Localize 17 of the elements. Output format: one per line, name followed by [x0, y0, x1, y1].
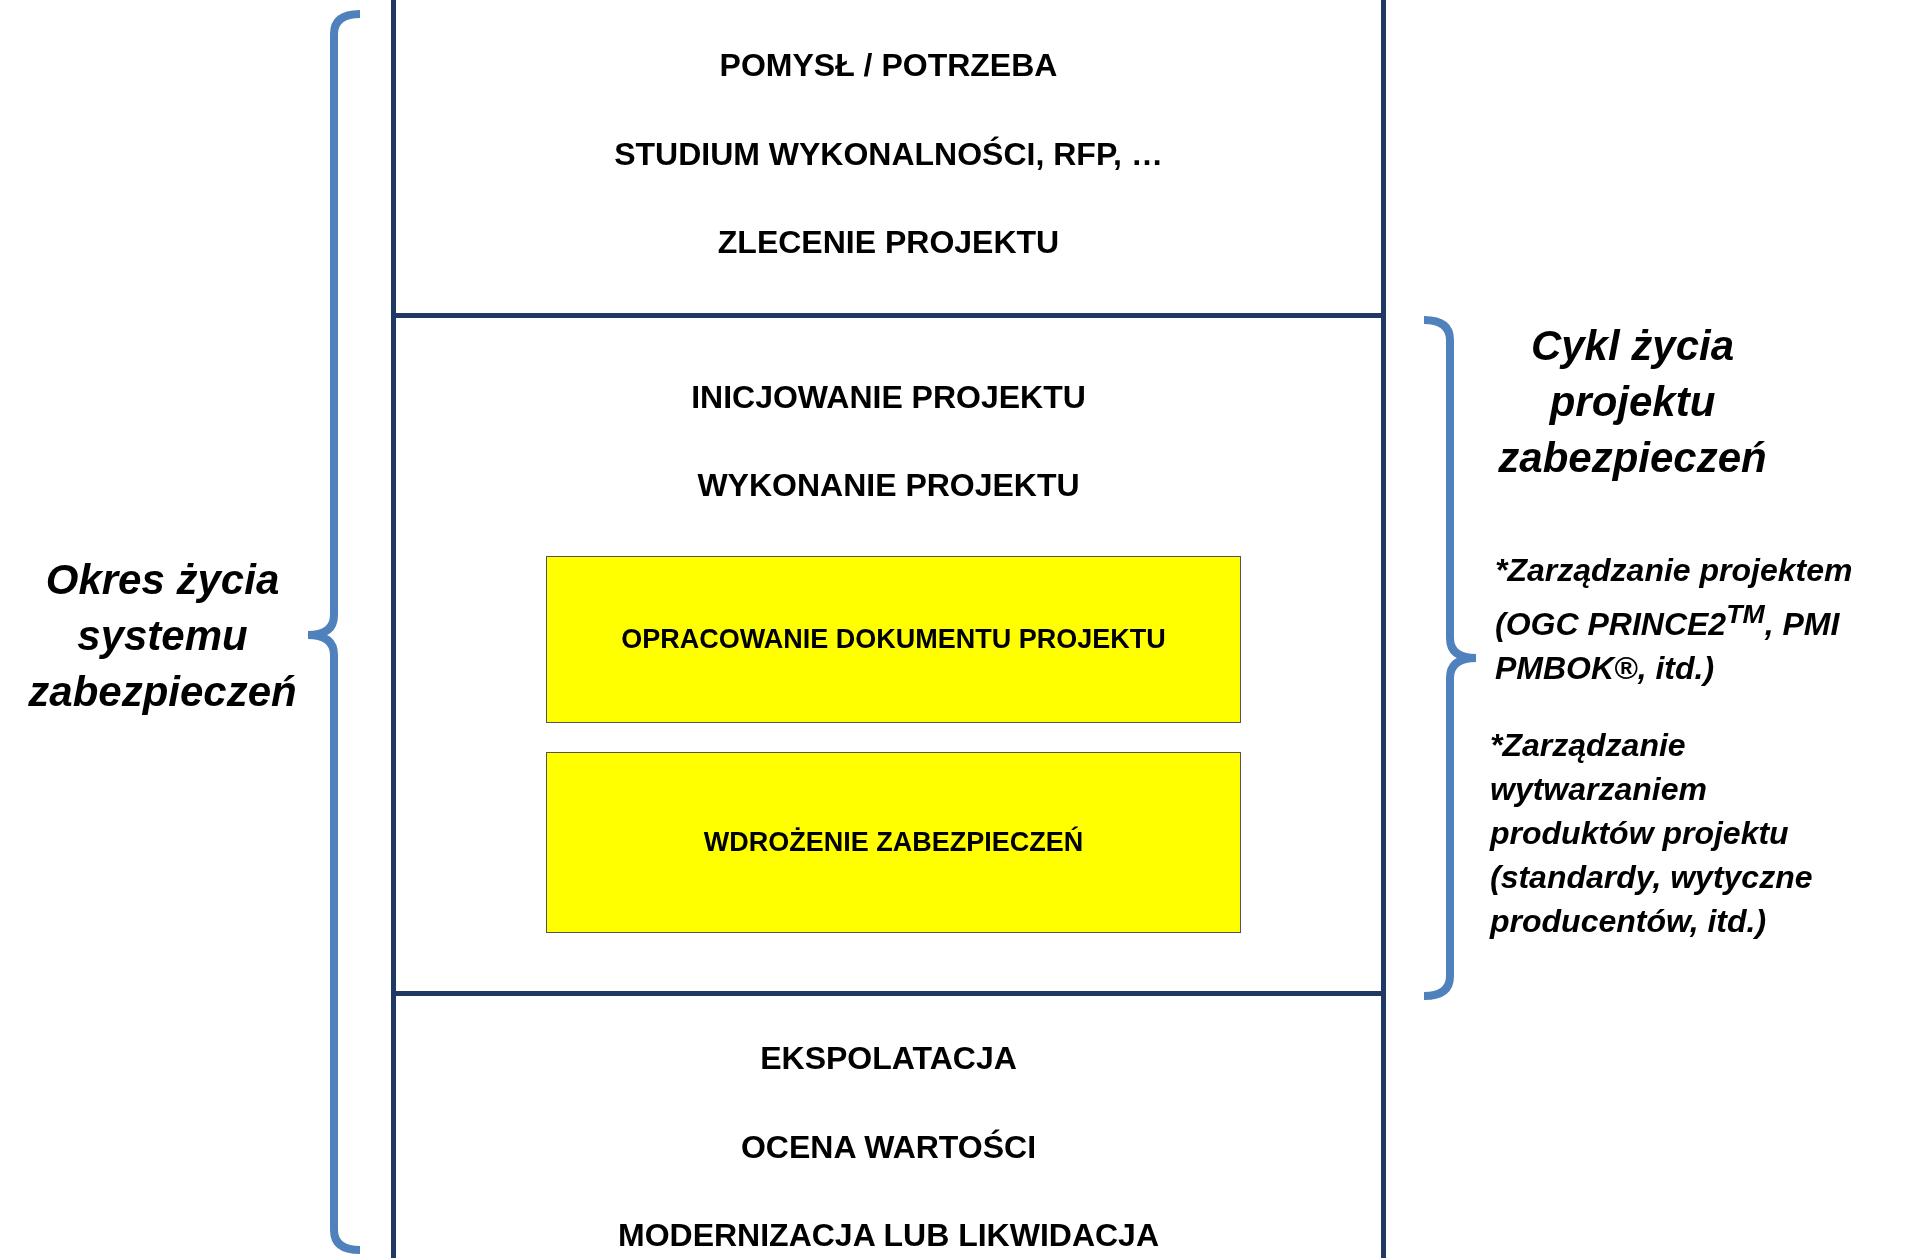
phase-text: STUDIUM WYKONALNOŚCI, RFP, … [614, 135, 1163, 174]
phase-text: OCENA WARTOŚCI [740, 1128, 1037, 1167]
side-label: Okres życia systemu zabezpieczeń [27, 555, 298, 717]
process-box: OPRACOWANIE DOKUMENTU PROJEKTU [546, 556, 1241, 723]
note-text: *Zarządzanie projektem (OGC PRINCE2$^{TM}$, PMI PMBOK®, itd.) [1495, 551, 1854, 688]
side-label: Cykl życia projektu zabezpieczeń [1497, 321, 1768, 483]
note-text: *Zarządzanie wytwarzaniem produktów projektu (standardy, wytyczne producentów, itd.) [1490, 726, 1814, 941]
phase-band [391, 315, 1386, 996]
phase-band [391, 993, 1386, 1258]
phase-text: WYKONANIE PROJEKTU [697, 466, 1080, 505]
phase-text: EKSPOLATACJA [760, 1039, 1017, 1078]
phase-text: INICJOWANIE PROJEKTU [691, 378, 1086, 417]
phase-text: ZLECENIE PROJEKTU [717, 223, 1060, 262]
phase-text: POMYSŁ / POTRZEBA [719, 46, 1058, 85]
process-box: WDROŻENIE ZABEZPIECZEŃ [546, 752, 1241, 933]
phase-band [391, 0, 1386, 318]
phase-text: MODERNIZACJA LUB LIKWIDACJA [618, 1216, 1159, 1255]
